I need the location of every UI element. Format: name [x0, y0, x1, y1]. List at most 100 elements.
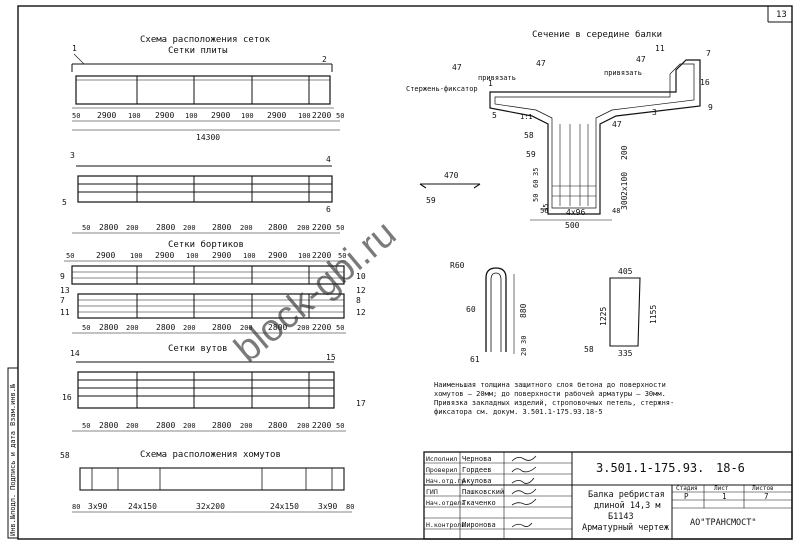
svg-text:50: 50 — [82, 224, 90, 232]
role-1: Проверил — [426, 466, 457, 474]
bar-59-detail: 470 59 — [419, 171, 481, 205]
svg-text:2200: 2200 — [312, 223, 331, 232]
svg-text:2800: 2800 — [268, 421, 287, 430]
svg-text:2800: 2800 — [212, 223, 231, 232]
side-row-bottom: 13 12 7 8 11 12 50 2800 200 2800 200 280… — [60, 286, 366, 334]
svg-text:1:1: 1:1 — [520, 113, 533, 121]
svg-text:30: 30 — [520, 336, 528, 344]
role-0: Исполнил — [426, 455, 457, 463]
svg-text:50: 50 — [72, 112, 80, 120]
svg-text:300: 300 — [620, 195, 629, 210]
svg-text:2800: 2800 — [99, 223, 118, 232]
svg-text:47: 47 — [452, 63, 462, 72]
svg-text:48: 48 — [612, 207, 620, 215]
svg-text:3x90: 3x90 — [88, 502, 107, 511]
svg-text:2x100: 2x100 — [620, 172, 629, 196]
svg-text:фиксатора см. докум. 3.501.1-1: фиксатора см. докум. 3.501.1-175.93.18-5 — [434, 408, 603, 416]
svg-text:35: 35 — [542, 204, 550, 212]
callout-8: 8 — [356, 296, 361, 305]
signature-3 — [511, 488, 537, 495]
svg-text:2800: 2800 — [156, 421, 175, 430]
svg-text:200: 200 — [183, 422, 196, 430]
svg-text:3: 3 — [652, 108, 657, 117]
svg-text:2800: 2800 — [212, 421, 231, 430]
svg-text:2800: 2800 — [156, 323, 175, 332]
svg-text:200: 200 — [297, 224, 310, 232]
sheets-head: Листов — [752, 485, 774, 492]
svg-text:100: 100 — [185, 112, 198, 120]
svg-text:100: 100 — [298, 252, 311, 260]
name-4: Ткаченко — [462, 499, 496, 507]
svg-text:1155: 1155 — [649, 305, 658, 324]
haunch-row: 14 15 16 17 50 2800 200 2800 200 2800 20… — [62, 349, 366, 432]
svg-text:хомутов – 20мм; до поверхности: хомутов – 20мм; до поверхности рабочей а… — [434, 390, 666, 398]
signature-5 — [511, 522, 533, 528]
slab-row1: 1 2 — [71, 44, 334, 109]
svg-text:20: 20 — [520, 348, 528, 356]
sheets-value: 7 — [764, 492, 769, 501]
svg-text:2900: 2900 — [96, 251, 115, 260]
svg-text:200: 200 — [620, 145, 629, 160]
svg-text:80: 80 — [346, 503, 354, 511]
svg-text:200: 200 — [126, 224, 139, 232]
svg-text:2800: 2800 — [268, 223, 287, 232]
svg-text:50: 50 — [66, 252, 74, 260]
stirrups-layout-title: Схема расположения хомутов — [140, 450, 281, 460]
svg-text:4x96: 4x96 — [566, 208, 585, 217]
slab-total: 14300 — [196, 133, 220, 142]
callout-58: 58 — [60, 451, 70, 460]
signature-2 — [511, 477, 535, 484]
organization: АО"ТРАНСМОСТ" — [690, 518, 757, 528]
svg-text:Стержень-фиксатор: Стержень-фиксатор — [406, 85, 478, 93]
side-stamp-inv: Инв.№подл. — [9, 494, 17, 536]
stirrups-row: 58 80 3x90 24x150 32x200 24x150 3x90 80 — [60, 451, 354, 513]
svg-text:47: 47 — [636, 55, 646, 64]
side-row-top: 50 2900 100 2900 100 2900 100 2900 100 2… — [60, 251, 366, 285]
svg-text:335: 335 — [618, 349, 633, 358]
callout-5: 5 — [62, 198, 67, 207]
svg-text:100: 100 — [128, 112, 141, 120]
svg-text:470: 470 — [444, 171, 459, 180]
svg-text:9: 9 — [708, 103, 713, 112]
title-block: Исполнил Проверил Нач.отд.гр ГИП Нач.отд… — [423, 451, 793, 540]
svg-text:59: 59 — [526, 150, 536, 159]
svg-text:2900: 2900 — [212, 251, 231, 260]
svg-text:2900: 2900 — [155, 251, 174, 260]
svg-text:24x150: 24x150 — [128, 502, 157, 511]
svg-text:2200: 2200 — [312, 421, 331, 430]
section-title: Сечение в середине балки — [532, 29, 662, 40]
plate-58-detail: 405 1225 1155 58 335 — [584, 267, 658, 358]
svg-text:24x150: 24x150 — [270, 502, 299, 511]
signature-1 — [511, 466, 537, 473]
slab-row2-dims: 50 2800 200 2800 200 2800 200 2800 200 2… — [72, 223, 344, 234]
callout-15: 15 — [326, 353, 336, 362]
name-3: Пашковский — [462, 488, 504, 496]
doc-code: 3.501.1-175.93. — [596, 461, 704, 475]
callout-13: 13 — [60, 286, 70, 295]
callout-10: 10 — [356, 272, 366, 281]
slab-meshes-title: Сетки плиты — [168, 46, 228, 56]
svg-text:7: 7 — [706, 49, 711, 58]
svg-text:56: 56 — [540, 207, 548, 215]
svg-text:500: 500 — [565, 221, 580, 230]
svg-text:47: 47 — [536, 59, 546, 68]
svg-text:2200: 2200 — [312, 111, 331, 120]
svg-text:2900: 2900 — [211, 111, 230, 120]
svg-text:100: 100 — [186, 252, 199, 260]
svg-text:50: 50 — [336, 224, 344, 232]
svg-text:50: 50 — [82, 422, 90, 430]
svg-text:5: 5 — [492, 111, 497, 120]
svg-text:1225: 1225 — [599, 307, 608, 326]
doc-sheet-code: 18-6 — [716, 461, 745, 475]
svg-text:200: 200 — [240, 324, 253, 332]
svg-text:60: 60 — [532, 180, 540, 188]
callout-4: 4 — [326, 155, 331, 164]
u-bar-detail: R60 60 61 880 20 30 — [450, 261, 528, 364]
svg-text:16: 16 — [700, 78, 710, 87]
haunch-meshes-title: Сетки вутов — [168, 344, 228, 354]
notes: Наименьшая толщина защитного слоя бетона… — [434, 381, 674, 416]
signature-0 — [511, 455, 537, 462]
svg-text:2800: 2800 — [99, 421, 118, 430]
svg-text:R60: R60 — [450, 261, 465, 270]
callout-7: 7 — [60, 296, 65, 305]
